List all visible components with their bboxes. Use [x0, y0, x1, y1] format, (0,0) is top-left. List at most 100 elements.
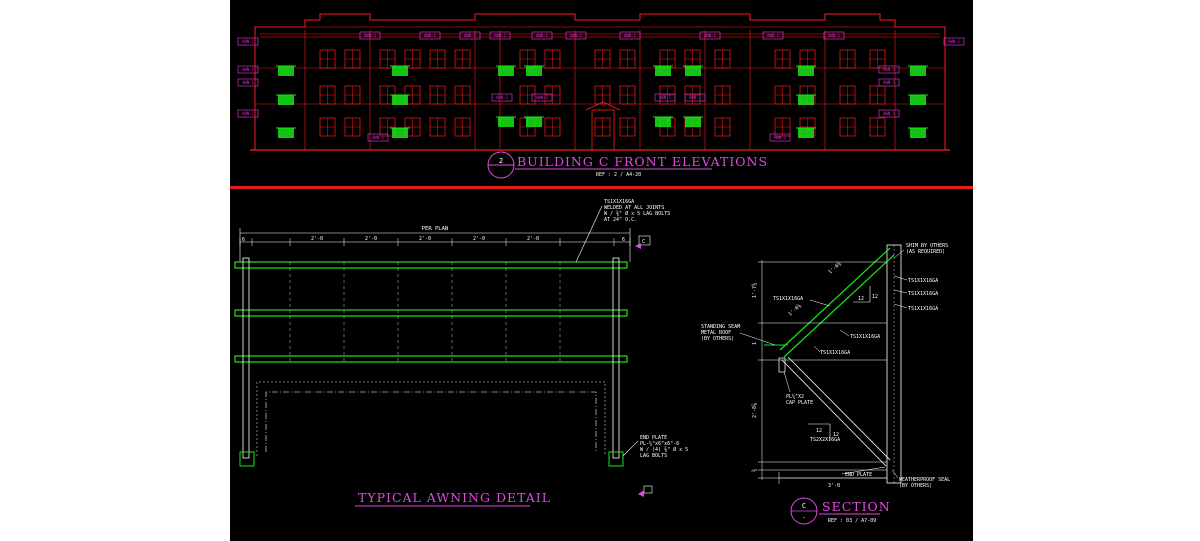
base-plate-left [239, 451, 255, 467]
section-ref: REF : 03 / A7-09 [828, 518, 876, 524]
window [714, 117, 731, 137]
label-roof: STANDING SEAM [701, 324, 740, 330]
window [714, 49, 731, 69]
middle-rail [234, 309, 628, 317]
window [619, 85, 636, 105]
window [594, 117, 611, 137]
awning [683, 116, 703, 127]
svg-text:AWN-1: AWN-1 [242, 111, 255, 116]
label-ts-right-2: TS1X1X16GA [908, 291, 938, 297]
spacing-dim-label: 2'-0 [527, 236, 539, 242]
window [454, 117, 471, 137]
diag-dim-1: 1'-6⅝ [827, 260, 843, 275]
window [839, 85, 856, 105]
dim-mid: 1 [752, 342, 758, 345]
awning [390, 94, 410, 105]
svg-text:AWN-1: AWN-1 [496, 95, 509, 100]
right-post [612, 257, 620, 459]
awning-tag: AWN-1 [367, 133, 389, 142]
awning [653, 116, 673, 127]
svg-text:AT 24" O.C.: AT 24" O.C. [604, 217, 637, 223]
svg-text:AWN-1: AWN-1 [767, 33, 780, 38]
label-ts-brace: TS2X2X16GA [810, 437, 840, 443]
awning-highlights [276, 65, 928, 138]
awning [390, 65, 410, 76]
window [774, 117, 791, 137]
svg-text:AWN-1: AWN-1 [536, 95, 549, 100]
window [714, 85, 731, 105]
awning [524, 65, 544, 76]
awning-tag: AWN-1 [684, 93, 706, 102]
label-end-plate: END PLATE [845, 472, 872, 478]
awning-tag: AWN-1 [489, 31, 511, 40]
section-marker-bottom [638, 485, 653, 497]
svg-text:AWN-1: AWN-1 [828, 33, 841, 38]
end-dim-left: 6 [242, 237, 245, 243]
awning-tag: AWN-1 [419, 31, 441, 40]
awning [796, 65, 816, 76]
awning-tag: AWN-1 [531, 31, 553, 40]
label-shim: SHIM BY OTHERS [906, 243, 948, 249]
left-post [242, 257, 250, 459]
awning-tag: AWN-1 [699, 31, 721, 40]
svg-text:METAL ROOF: METAL ROOF [701, 330, 731, 336]
window [319, 117, 336, 137]
window [619, 49, 636, 69]
window [659, 49, 676, 69]
svg-text:END PLATE: END PLATE [640, 435, 667, 441]
window [344, 117, 361, 137]
svg-text:AWN-1: AWN-1 [536, 33, 549, 38]
sheet-divider [230, 186, 973, 189]
label-cap-plate: PL¼"X2 [786, 394, 804, 400]
svg-text:CAP PLATE: CAP PLATE [786, 400, 813, 406]
svg-text:(AS REQUIRED): (AS REQUIRED) [906, 249, 945, 255]
svg-text:AWN-1: AWN-1 [242, 80, 255, 85]
svg-text:AWN-1: AWN-1 [659, 95, 672, 100]
wall [886, 244, 902, 484]
svg-text:12: 12 [833, 432, 839, 438]
door-opening [265, 391, 597, 452]
section-marker-letter: C [642, 239, 645, 245]
svg-text:AWN-1: AWN-1 [372, 135, 385, 140]
window [684, 49, 701, 69]
svg-text:LAG BOLTS: LAG BOLTS [640, 453, 667, 459]
awning [496, 65, 516, 76]
slope-run-top: 12 [872, 294, 878, 300]
awning-tag: AWN-1 [943, 37, 965, 46]
window [319, 85, 336, 105]
window [519, 85, 536, 105]
svg-text:AWN-1: AWN-1 [364, 33, 377, 38]
svg-text:AWN-1: AWN-1 [774, 135, 787, 140]
window [869, 117, 886, 137]
elevation-title: BUILDING C FRONT ELEVATIONS [517, 154, 768, 169]
entry-door [591, 109, 615, 151]
awning [683, 65, 703, 76]
end-dim-right: 6 [622, 237, 625, 243]
window [429, 49, 446, 69]
svg-text:-: - [802, 514, 806, 521]
awning [908, 127, 928, 138]
window [619, 117, 636, 137]
window [404, 117, 421, 137]
cap-plate [778, 357, 786, 373]
awning-detail-title: TYPICAL AWNING DETAIL [358, 490, 551, 505]
svg-text:AWN-1: AWN-1 [624, 33, 637, 38]
spacing-dim-label: 2'-0 [419, 236, 431, 242]
awning [276, 65, 296, 76]
window [429, 117, 446, 137]
elevation-ref: REF : 2 / A4-20 [596, 172, 641, 178]
awning-tag: AWN-1 [878, 78, 900, 87]
base-plate-right [608, 451, 624, 467]
awning-tag: AWN-1 [237, 109, 259, 118]
awning-tag: AWN-1 [491, 93, 513, 102]
window [869, 85, 886, 105]
window [454, 85, 471, 105]
dim-bottom: ¾ [752, 469, 758, 472]
brace [781, 359, 887, 467]
building-outline [254, 13, 946, 150]
awning-frame [234, 257, 628, 467]
